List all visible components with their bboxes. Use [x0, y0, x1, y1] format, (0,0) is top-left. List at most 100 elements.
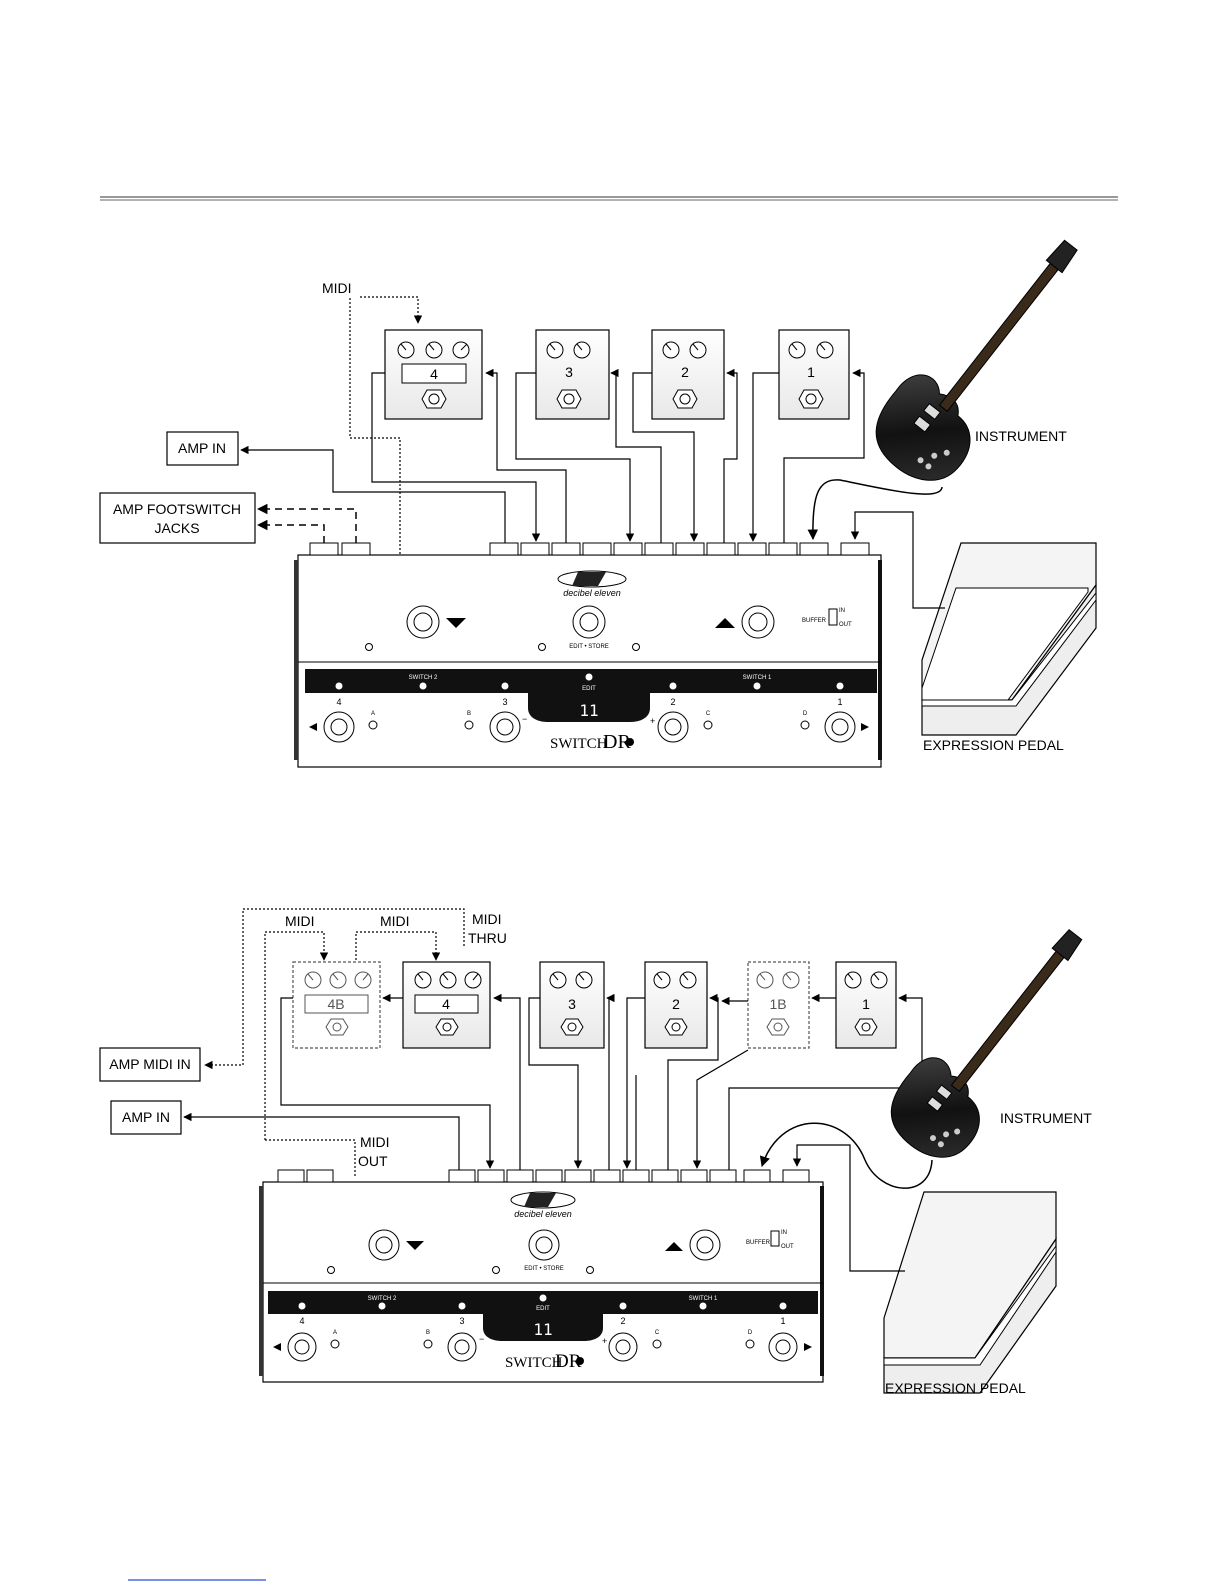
bottom-edit-label: EDIT — [536, 1306, 550, 1312]
bottom-up-arrow-icon — [665, 1242, 683, 1251]
bottom-midi-label-2: MIDI — [380, 913, 410, 929]
bottom-pedal-4-number: 4 — [442, 996, 450, 1012]
top-model-prefix: SWITCH — [550, 736, 608, 752]
bottom-buffer-out: OUT — [781, 1244, 794, 1250]
bottom-amp-in-label: AMP IN — [122, 1109, 170, 1125]
top-instrument-cable — [807, 479, 943, 541]
bottom-midi-out-line2: OUT — [358, 1153, 388, 1169]
bottom-model-suffix: DR — [555, 1351, 582, 1372]
top-display: 11 — [579, 701, 598, 720]
bottom-brand: decibel eleven — [514, 1209, 572, 1219]
top-switch2-label: SWITCH 2 — [409, 675, 438, 681]
bottom-letter-a: A — [333, 1330, 337, 1336]
bottom-midi-out-cable — [265, 1139, 356, 1177]
bottom-switcher-unit: decibel eleven EDIT • STORE BUFFER IN OU… — [259, 1169, 824, 1383]
bottom-amp-in-box — [110, 1100, 182, 1135]
top-pedal-2: 2 — [651, 329, 725, 420]
top-num-3: 3 — [502, 697, 507, 707]
bottom-pedal-1: 1 — [835, 961, 897, 1049]
bottom-display: 11 — [533, 1320, 552, 1339]
top-pedal-2-number: 2 — [681, 364, 689, 380]
header-rule — [100, 196, 1118, 201]
bottom-instrument-label: INSTRUMENT — [1000, 1110, 1092, 1126]
top-expression-label: EXPRESSION PEDAL — [923, 737, 1064, 753]
top-buffer-label: BUFFER — [802, 618, 827, 624]
top-num-1: 1 — [837, 697, 842, 707]
top-plus: + — [650, 716, 655, 726]
bottom-pedal-1b: 1B — [747, 961, 810, 1049]
bottom-pedal-2-number: 2 — [672, 996, 680, 1012]
top-num-4: 4 — [336, 697, 341, 707]
top-pedal-1: 1 — [778, 329, 850, 420]
top-switcher-unit: decibel eleven EDIT • STORE BUFFER IN OU… — [294, 542, 882, 768]
bottom-amp-in-cable — [183, 1112, 460, 1170]
top-up-arrow-icon — [715, 618, 735, 628]
top-pedal-3-number: 3 — [565, 364, 573, 380]
top-letter-a: A — [371, 711, 375, 717]
bottom-edit-store-label: EDIT • STORE — [524, 1266, 564, 1272]
bottom-pedal-1b-number: 1B — [769, 996, 786, 1012]
top-midi-cable — [349, 298, 401, 555]
bottom-midi-to-4b — [264, 931, 329, 1140]
bottom-switch1-label: SWITCH 1 — [689, 1296, 718, 1302]
bottom-midi-thru-line1: MIDI — [472, 911, 502, 927]
bottom-midi-thru-cable — [204, 908, 465, 1070]
top-amp-footswitch-box — [99, 492, 256, 544]
bottom-expression-pedal-icon — [883, 1191, 1057, 1394]
bottom-instrument-cable — [759, 1122, 933, 1189]
top-switch1-label: SWITCH 1 — [743, 675, 772, 681]
top-loop-cables — [371, 368, 865, 543]
bottom-minus: − — [479, 1334, 484, 1344]
top-midi-to-pedal4 — [360, 296, 423, 324]
top-letter-b: B — [467, 711, 471, 717]
top-pedal-4-number: 4 — [430, 366, 438, 382]
bottom-buffer-in: IN — [781, 1230, 787, 1236]
top-amp-in-label: AMP IN — [178, 440, 226, 456]
bottom-midi-thru-line2: THRU — [468, 930, 507, 946]
top-letter-c: C — [706, 711, 711, 717]
bottom-guitar-icon — [890, 929, 1083, 1158]
top-minus: − — [522, 714, 527, 724]
top-buffer-out: OUT — [839, 622, 852, 628]
top-expression-cable — [850, 511, 945, 609]
top-amp-in-cable — [240, 445, 506, 543]
bottom-down-arrow-icon — [406, 1241, 424, 1250]
top-diagram: MIDI AMP IN AMP FOOTSWITCH JACKS 4 — [99, 239, 1097, 753]
top-buffer-in: IN — [839, 608, 845, 614]
top-edit-store-label: EDIT • STORE — [569, 644, 609, 650]
bottom-num-1: 1 — [780, 1316, 785, 1326]
bottom-letter-d: D — [748, 1330, 753, 1336]
bottom-buffer-label: BUFFER — [746, 1240, 771, 1246]
bottom-diagram: MIDI MIDI MIDI THRU MIDI OUT AMP MIDI IN… — [99, 908, 1092, 1396]
top-letter-d: D — [803, 711, 808, 717]
top-model-suffix: DR — [603, 731, 631, 753]
top-pedal-3: 3 — [535, 329, 610, 420]
bottom-model-prefix: SWITCH — [505, 1355, 563, 1371]
top-footswitch-cable-1 — [256, 503, 357, 543]
bottom-pedal-4b-number: 4B — [327, 996, 344, 1012]
bottom-switch2-label: SWITCH 2 — [368, 1296, 397, 1302]
top-skull-icon — [626, 738, 634, 746]
top-num-2: 2 — [670, 697, 675, 707]
top-brand: decibel eleven — [563, 588, 621, 598]
bottom-pedal-4b: 4B — [292, 961, 381, 1049]
top-instrument-label: INSTRUMENT — [975, 428, 1067, 444]
bottom-amp-midi-in-box — [99, 1047, 201, 1082]
bottom-skull-icon — [576, 1357, 584, 1365]
top-amp-footswitch-line1: AMP FOOTSWITCH — [113, 501, 241, 517]
top-amp-in-box — [166, 431, 239, 466]
bottom-midi-label-1: MIDI — [285, 913, 315, 929]
top-midi-label: MIDI — [322, 280, 352, 296]
top-amp-footswitch-line2: JACKS — [154, 520, 199, 536]
bottom-pedal-3: 3 — [539, 961, 605, 1049]
top-down-arrow-icon — [446, 618, 466, 628]
top-guitar-icon — [875, 239, 1078, 481]
bottom-amp-midi-in-label: AMP MIDI IN — [109, 1056, 190, 1072]
top-expression-pedal-icon — [921, 542, 1097, 736]
bottom-midi-out-line1: MIDI — [360, 1134, 390, 1150]
top-pedal-1-number: 1 — [807, 364, 815, 380]
top-footswitch-cable-2 — [256, 519, 325, 543]
bottom-num-4: 4 — [299, 1316, 304, 1326]
bottom-pedal-2: 2 — [644, 961, 708, 1049]
